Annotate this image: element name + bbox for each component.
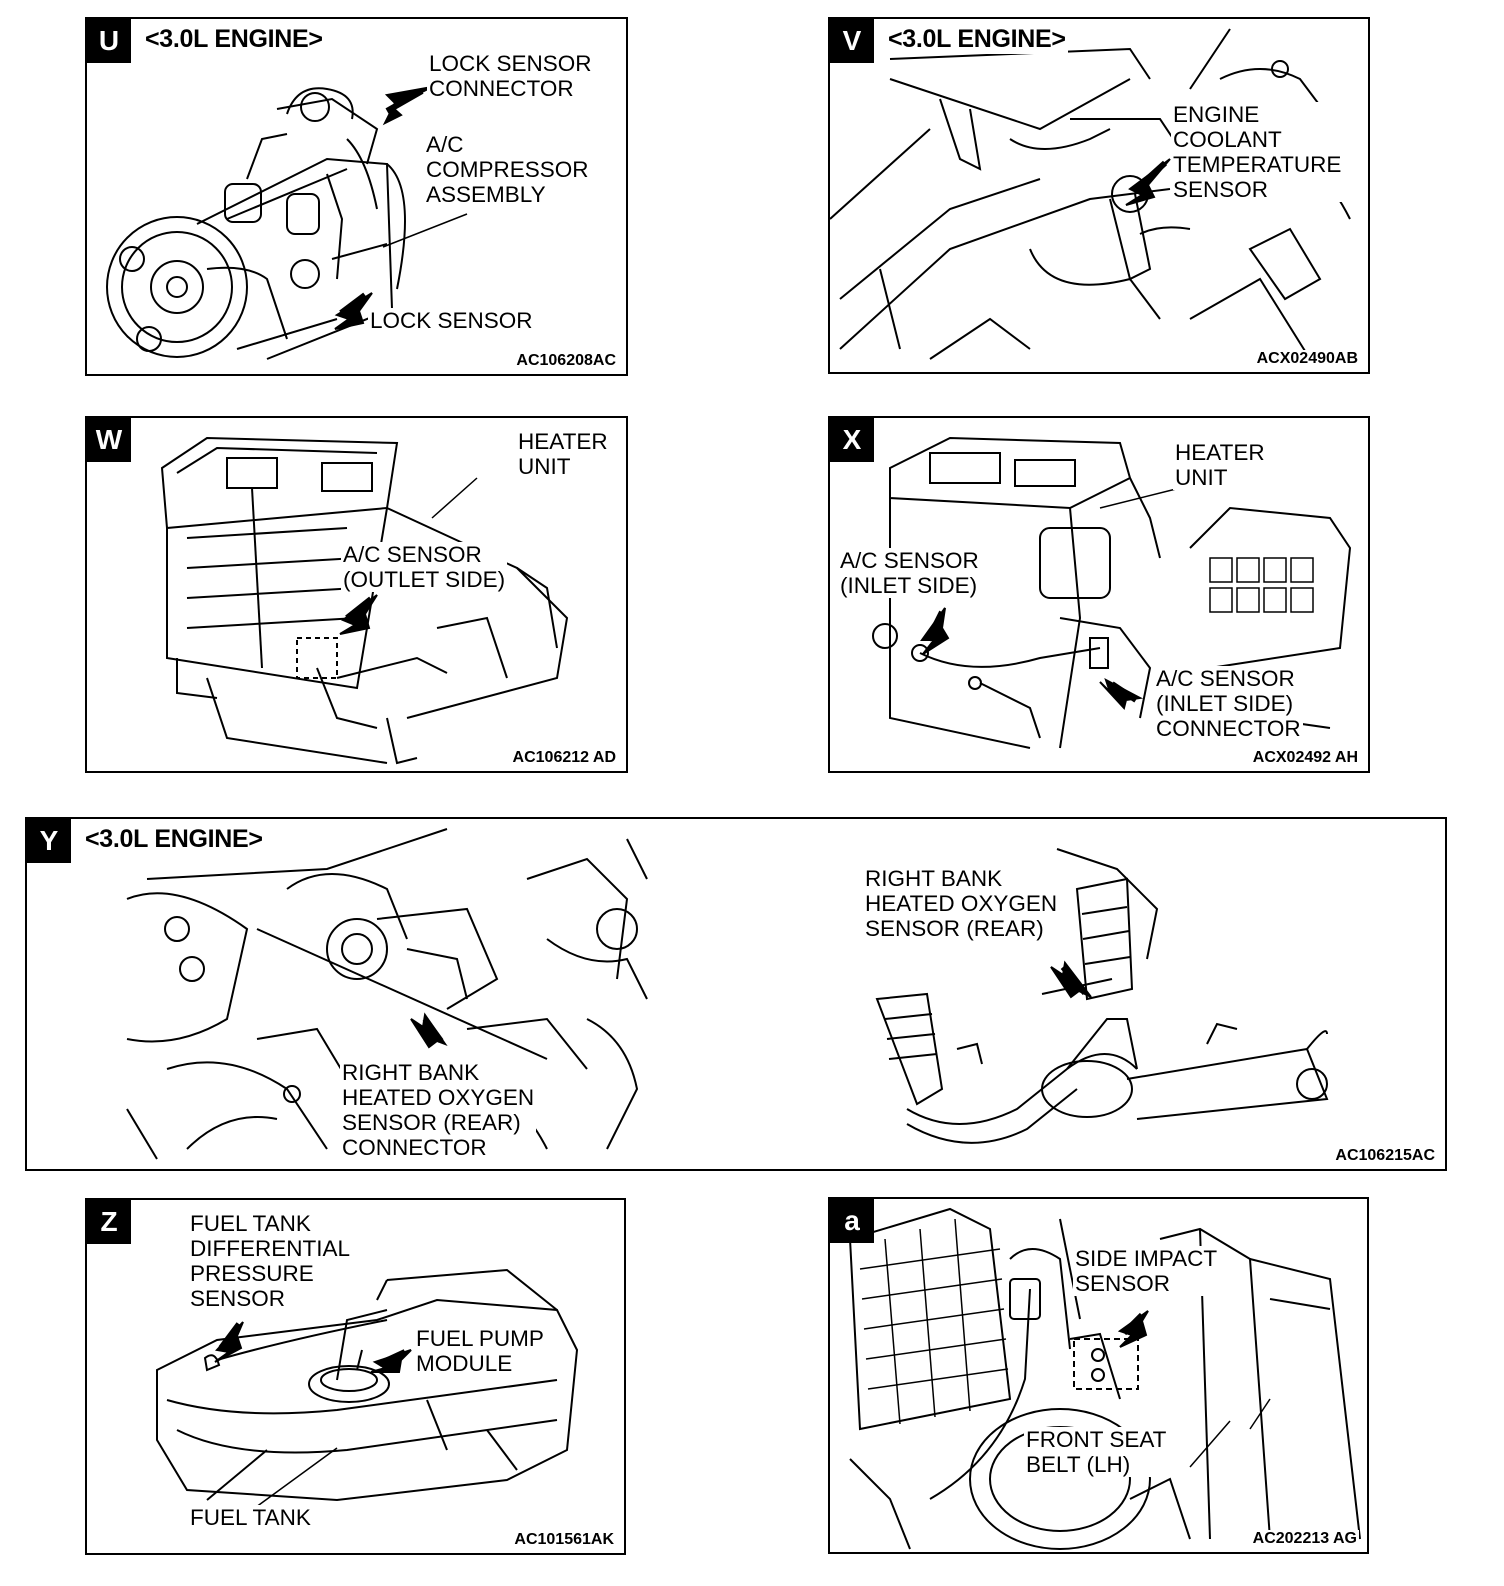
panel-w-figure-code: AC106212 AD	[510, 749, 618, 767]
heater-unit-label: HEATER UNIT	[1173, 440, 1267, 490]
panel-y-engine-label: <3.0L ENGINE>	[83, 825, 265, 854]
heater-unit-label: HEATER UNIT	[516, 429, 610, 479]
panel-a-figure-code: AC202213 AG	[1250, 1530, 1359, 1548]
panel-x-letter: X	[830, 418, 874, 462]
right-bank-ho2s-rear-connector-label: RIGHT BANK HEATED OXYGEN SENSOR (REAR) C…	[340, 1060, 537, 1160]
right-bank-ho2s-rear-label: RIGHT BANK HEATED OXYGEN SENSOR (REAR)	[863, 866, 1060, 941]
panel-a-letter: a	[830, 1199, 874, 1243]
panel-v-engine-label: <3.0L ENGINE>	[886, 25, 1068, 54]
fuel-tank-illustration	[156, 1268, 579, 1511]
engine-coolant-temperature-sensor-label: ENGINE COOLANT TEMPERATURE SENSOR	[1171, 102, 1344, 202]
panel-v-figure-code: ACX02490AB	[1254, 350, 1360, 368]
engine-bay-illustration	[830, 28, 1351, 360]
panel-u: U <3.0L ENGINE> LOCK SENSOR CONNECTOR A/…	[85, 17, 628, 376]
ac-sensor-inlet-side-connector-label: A/C SENSOR (INLET SIDE) CONNECTOR	[1154, 666, 1303, 741]
engine-and-exhaust-illustration	[126, 828, 1329, 1160]
panel-y-letter: Y	[27, 819, 71, 863]
panel-z-figure-code: AC101561AK	[512, 1531, 616, 1549]
front-seat-belt-lh-label: FRONT SEAT BELT (LH)	[1024, 1427, 1169, 1477]
panel-v: V <3.0L ENGINE> ENGINE COOLANT TEMPERATU…	[828, 17, 1370, 374]
panel-x: X HEATER UNIT A/C SENSOR (INLET SIDE) A/…	[828, 416, 1370, 773]
ac-sensor-outlet-side-label: A/C SENSOR (OUTLET SIDE)	[341, 542, 508, 592]
panel-u-letter: U	[87, 19, 131, 63]
panel-a: a SIDE IMPACT SENSOR FRONT SEAT BELT (LH…	[828, 1197, 1369, 1554]
fuel-tank-label: FUEL TANK	[188, 1505, 313, 1530]
panel-u-engine-label: <3.0L ENGINE>	[143, 25, 325, 54]
panel-w-letter: W	[87, 418, 131, 462]
panel-v-letter: V	[830, 19, 874, 63]
fuel-tank-differential-pressure-sensor-label: FUEL TANK DIFFERENTIAL PRESSURE SENSOR	[188, 1211, 353, 1311]
panel-y: Y <3.0L ENGINE> RIGHT BANK HEATED OXYGEN…	[25, 817, 1447, 1171]
lock-sensor-label: LOCK SENSOR	[368, 308, 535, 333]
ac-sensor-inlet-side-label: A/C SENSOR (INLET SIDE)	[838, 548, 981, 598]
panel-x-figure-code: ACX02492 AH	[1250, 749, 1360, 767]
side-impact-sensor-label: SIDE IMPACT SENSOR	[1073, 1246, 1220, 1296]
panel-u-figure-code: AC106208AC	[514, 352, 618, 370]
fuel-pump-module-label: FUEL PUMP MODULE	[414, 1326, 546, 1376]
panel-z-letter: Z	[87, 1200, 131, 1244]
ac-compressor-assembly-label: A/C COMPRESSOR ASSEMBLY	[424, 132, 591, 207]
lock-sensor-connector-label: LOCK SENSOR CONNECTOR	[427, 51, 594, 101]
ac-compressor-illustration	[106, 86, 468, 360]
panel-y-figure-code: AC106215AC	[1333, 1147, 1437, 1165]
panel-w: W HEATER UNIT A/C SENSOR (OUTLET SIDE) A…	[85, 416, 628, 773]
panel-z: Z FUEL TANK DIFFERENTIAL PRESSURE SENSOR…	[85, 1198, 626, 1555]
